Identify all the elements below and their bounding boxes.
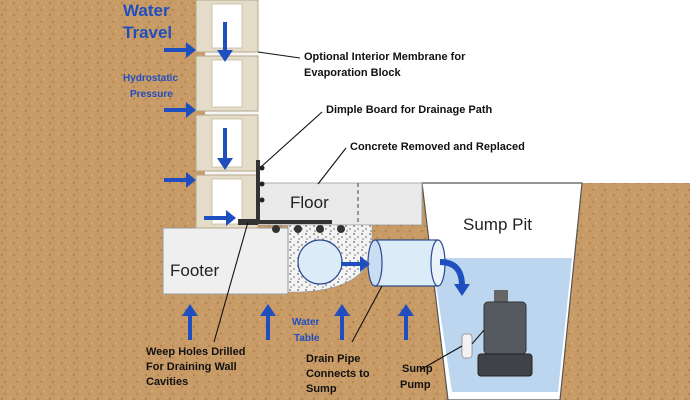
soil-left bbox=[0, 0, 205, 400]
label-membrane-2: Evaporation Block bbox=[304, 67, 401, 79]
pump-float-rod bbox=[471, 329, 485, 345]
floor-slab bbox=[257, 182, 423, 226]
label-water-table-1: Water bbox=[292, 317, 320, 328]
label-membrane-1: Optional Interior Membrane for bbox=[304, 51, 466, 63]
leader-line-pump bbox=[419, 345, 463, 371]
sump-pump bbox=[461, 290, 533, 377]
pump-float-switch bbox=[461, 333, 473, 359]
leader-line-weep bbox=[213, 221, 249, 343]
water-arrow bbox=[204, 210, 236, 226]
water-arrow bbox=[454, 284, 470, 296]
label-drain-2: Connects to bbox=[306, 368, 370, 380]
pump-base bbox=[477, 353, 533, 377]
label-water-travel-2: Travel bbox=[123, 23, 172, 42]
leader-line-concrete bbox=[317, 147, 347, 185]
label-hydrostatic-2: Pressure bbox=[130, 89, 173, 100]
label-drain-1: Drain Pipe bbox=[306, 353, 360, 365]
dimple-dot bbox=[259, 181, 265, 187]
label-floor: Floor bbox=[290, 193, 329, 212]
label-water-travel-1: Water bbox=[123, 1, 170, 20]
leader-line-drain bbox=[351, 285, 383, 343]
label-sump-pit: Sump Pit bbox=[463, 215, 532, 234]
drain-pipe bbox=[374, 239, 439, 287]
water-arrow bbox=[398, 304, 414, 340]
label-weep-1: Weep Holes Drilled bbox=[146, 346, 245, 358]
water-arrow bbox=[341, 256, 370, 272]
drain-pipe-inlet bbox=[367, 239, 383, 287]
footer bbox=[162, 227, 289, 295]
water-arrow bbox=[217, 22, 233, 62]
label-water-table-2: Table bbox=[294, 333, 320, 344]
dimple-dot bbox=[294, 225, 302, 233]
label-footer: Footer bbox=[170, 261, 219, 280]
dimple-dot bbox=[259, 165, 265, 171]
label-weep-2: For Draining Wall bbox=[146, 361, 237, 373]
leader-line-membrane bbox=[257, 51, 301, 59]
label-dimple-board: Dimple Board for Drainage Path bbox=[326, 104, 493, 116]
drain-pipe-end bbox=[297, 239, 343, 285]
dimple-dot bbox=[272, 225, 280, 233]
water-arrow bbox=[164, 172, 196, 188]
water-flow-arrows bbox=[164, 22, 470, 340]
dimple-dots bbox=[259, 165, 345, 233]
pump-motor bbox=[483, 301, 527, 355]
label-concrete: Concrete Removed and Replaced bbox=[350, 141, 525, 153]
water-arrow bbox=[164, 102, 196, 118]
water-arrow bbox=[439, 259, 465, 287]
water-arrow bbox=[217, 128, 233, 170]
dimple-dot bbox=[316, 225, 324, 233]
dimple-dot bbox=[337, 225, 345, 233]
block-core bbox=[211, 59, 243, 108]
label-pump-1: Sump bbox=[402, 363, 433, 375]
label-pump-2: Pump bbox=[400, 379, 431, 391]
water-arrow bbox=[182, 304, 198, 340]
label-weep-3: Cavities bbox=[146, 376, 188, 388]
label-drain-3: Sump bbox=[306, 383, 337, 395]
pump-discharge-pipe bbox=[494, 290, 508, 304]
water-arrow bbox=[334, 304, 350, 340]
dimple-dot bbox=[259, 197, 265, 203]
leader-lines bbox=[213, 51, 463, 371]
leader-line-dimple bbox=[261, 111, 323, 167]
label-hydrostatic-1: Hydrostatic bbox=[123, 73, 178, 84]
basement-interior bbox=[258, 0, 690, 183]
water-arrow bbox=[164, 42, 196, 58]
water-arrow bbox=[260, 304, 276, 340]
